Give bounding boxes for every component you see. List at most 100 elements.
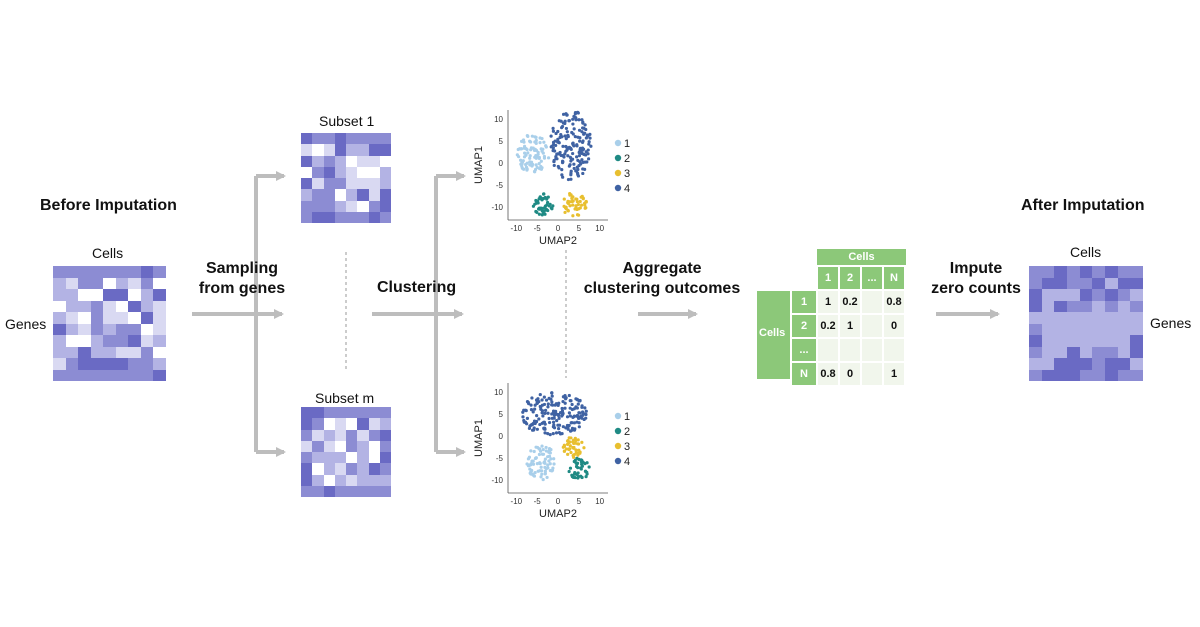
umap-point xyxy=(589,144,593,148)
heatmap-cell xyxy=(323,144,335,156)
umap-point xyxy=(534,419,538,424)
umap-point xyxy=(572,453,576,457)
heatmap-cell xyxy=(1079,358,1093,370)
heatmap-cell xyxy=(368,407,380,419)
subset-m-heatmap xyxy=(301,407,391,497)
umap-point xyxy=(571,440,575,444)
heatmap-cell xyxy=(140,312,154,324)
umap-point xyxy=(531,146,535,150)
umap-point xyxy=(579,162,583,166)
umap-point xyxy=(550,412,554,416)
heatmap-cell xyxy=(357,463,369,475)
umap-point xyxy=(583,406,587,410)
heatmap-cell xyxy=(312,429,324,441)
umap-point xyxy=(537,161,541,166)
umap-point xyxy=(570,196,574,200)
umap-point xyxy=(544,144,548,148)
before-heatmap xyxy=(53,266,166,381)
heatmap-cell xyxy=(153,277,166,289)
heatmap-cell xyxy=(1130,277,1143,289)
heatmap-cell xyxy=(78,266,91,278)
umap-point xyxy=(519,139,524,143)
umap-point xyxy=(557,427,561,431)
umap-point xyxy=(538,141,542,145)
heatmap-cell xyxy=(301,144,313,156)
umap-point xyxy=(553,403,557,407)
heatmap-cell xyxy=(1105,369,1118,381)
umap-point xyxy=(534,163,538,167)
umap-point xyxy=(579,458,583,462)
umap-point xyxy=(561,425,565,429)
matrix-cell: 1 xyxy=(884,363,904,385)
umap-point xyxy=(576,442,580,446)
umap-point xyxy=(556,140,560,144)
heatmap-cell xyxy=(301,189,313,201)
umap-point xyxy=(547,446,552,451)
umap-legend-label: 4 xyxy=(624,456,630,468)
umap-point xyxy=(547,416,551,421)
heatmap-cell xyxy=(312,133,324,145)
umap-point xyxy=(582,132,586,136)
umap-point xyxy=(576,451,580,455)
heatmap-cell xyxy=(1054,323,1067,335)
heatmap-cell xyxy=(368,178,380,190)
heatmap-cell xyxy=(1105,289,1118,301)
umap-point xyxy=(553,149,557,153)
umap-point xyxy=(517,155,521,159)
umap-point xyxy=(542,395,546,399)
umap-point xyxy=(576,465,580,470)
umap-point xyxy=(534,456,538,460)
heatmap-cell xyxy=(312,155,324,167)
umap-point xyxy=(552,163,556,168)
umap-point xyxy=(546,466,550,470)
umap-point xyxy=(564,137,568,141)
umap-point xyxy=(567,164,571,168)
heatmap-cell xyxy=(334,155,346,167)
umap-point xyxy=(539,465,543,469)
umap-point xyxy=(524,165,529,169)
umap-point xyxy=(565,442,570,447)
matrix-row-header-text: Cells xyxy=(759,327,786,339)
umap-point xyxy=(552,158,556,163)
heatmap-cell xyxy=(334,407,346,419)
heatmap-cell xyxy=(65,335,79,347)
umap-point xyxy=(575,414,580,418)
umap-point xyxy=(538,392,542,397)
matrix-cell xyxy=(884,339,904,361)
heatmap-cell xyxy=(1041,346,1055,358)
umap-point xyxy=(566,439,570,443)
umap-point xyxy=(585,160,589,164)
umap-x-label: UMAP2 xyxy=(539,508,577,520)
heatmap-cell xyxy=(103,289,116,301)
umap-point xyxy=(569,147,573,152)
heatmap-cell xyxy=(1029,358,1042,370)
umap-point xyxy=(567,436,571,440)
umap-point xyxy=(556,413,561,418)
umap-point xyxy=(561,121,565,125)
umap-point xyxy=(572,455,576,459)
heatmap-cell xyxy=(379,211,391,223)
umap-point xyxy=(557,416,561,420)
umap-point xyxy=(580,158,584,162)
heatmap-cell xyxy=(1117,335,1131,347)
heatmap-cell xyxy=(334,166,346,178)
umap-point xyxy=(533,170,537,174)
heatmap-cell xyxy=(1092,335,1105,347)
umap-point xyxy=(569,421,573,425)
umap-point xyxy=(571,142,575,146)
heatmap-cell xyxy=(1130,289,1143,301)
heatmap-cell xyxy=(1117,277,1131,289)
umap-point xyxy=(587,140,591,144)
heatmap-cell xyxy=(301,440,313,452)
umap-point xyxy=(549,134,553,138)
heatmap-cell xyxy=(1054,277,1067,289)
umap-point xyxy=(528,160,532,164)
umap-x-tick: -10 xyxy=(511,224,523,233)
matrix-cell xyxy=(862,315,882,337)
umap-point xyxy=(540,398,544,402)
umap-point xyxy=(531,410,535,414)
heatmap-cell xyxy=(153,312,166,324)
umap-point xyxy=(572,445,576,450)
heatmap-cell xyxy=(140,323,154,335)
umap-point xyxy=(538,166,542,171)
